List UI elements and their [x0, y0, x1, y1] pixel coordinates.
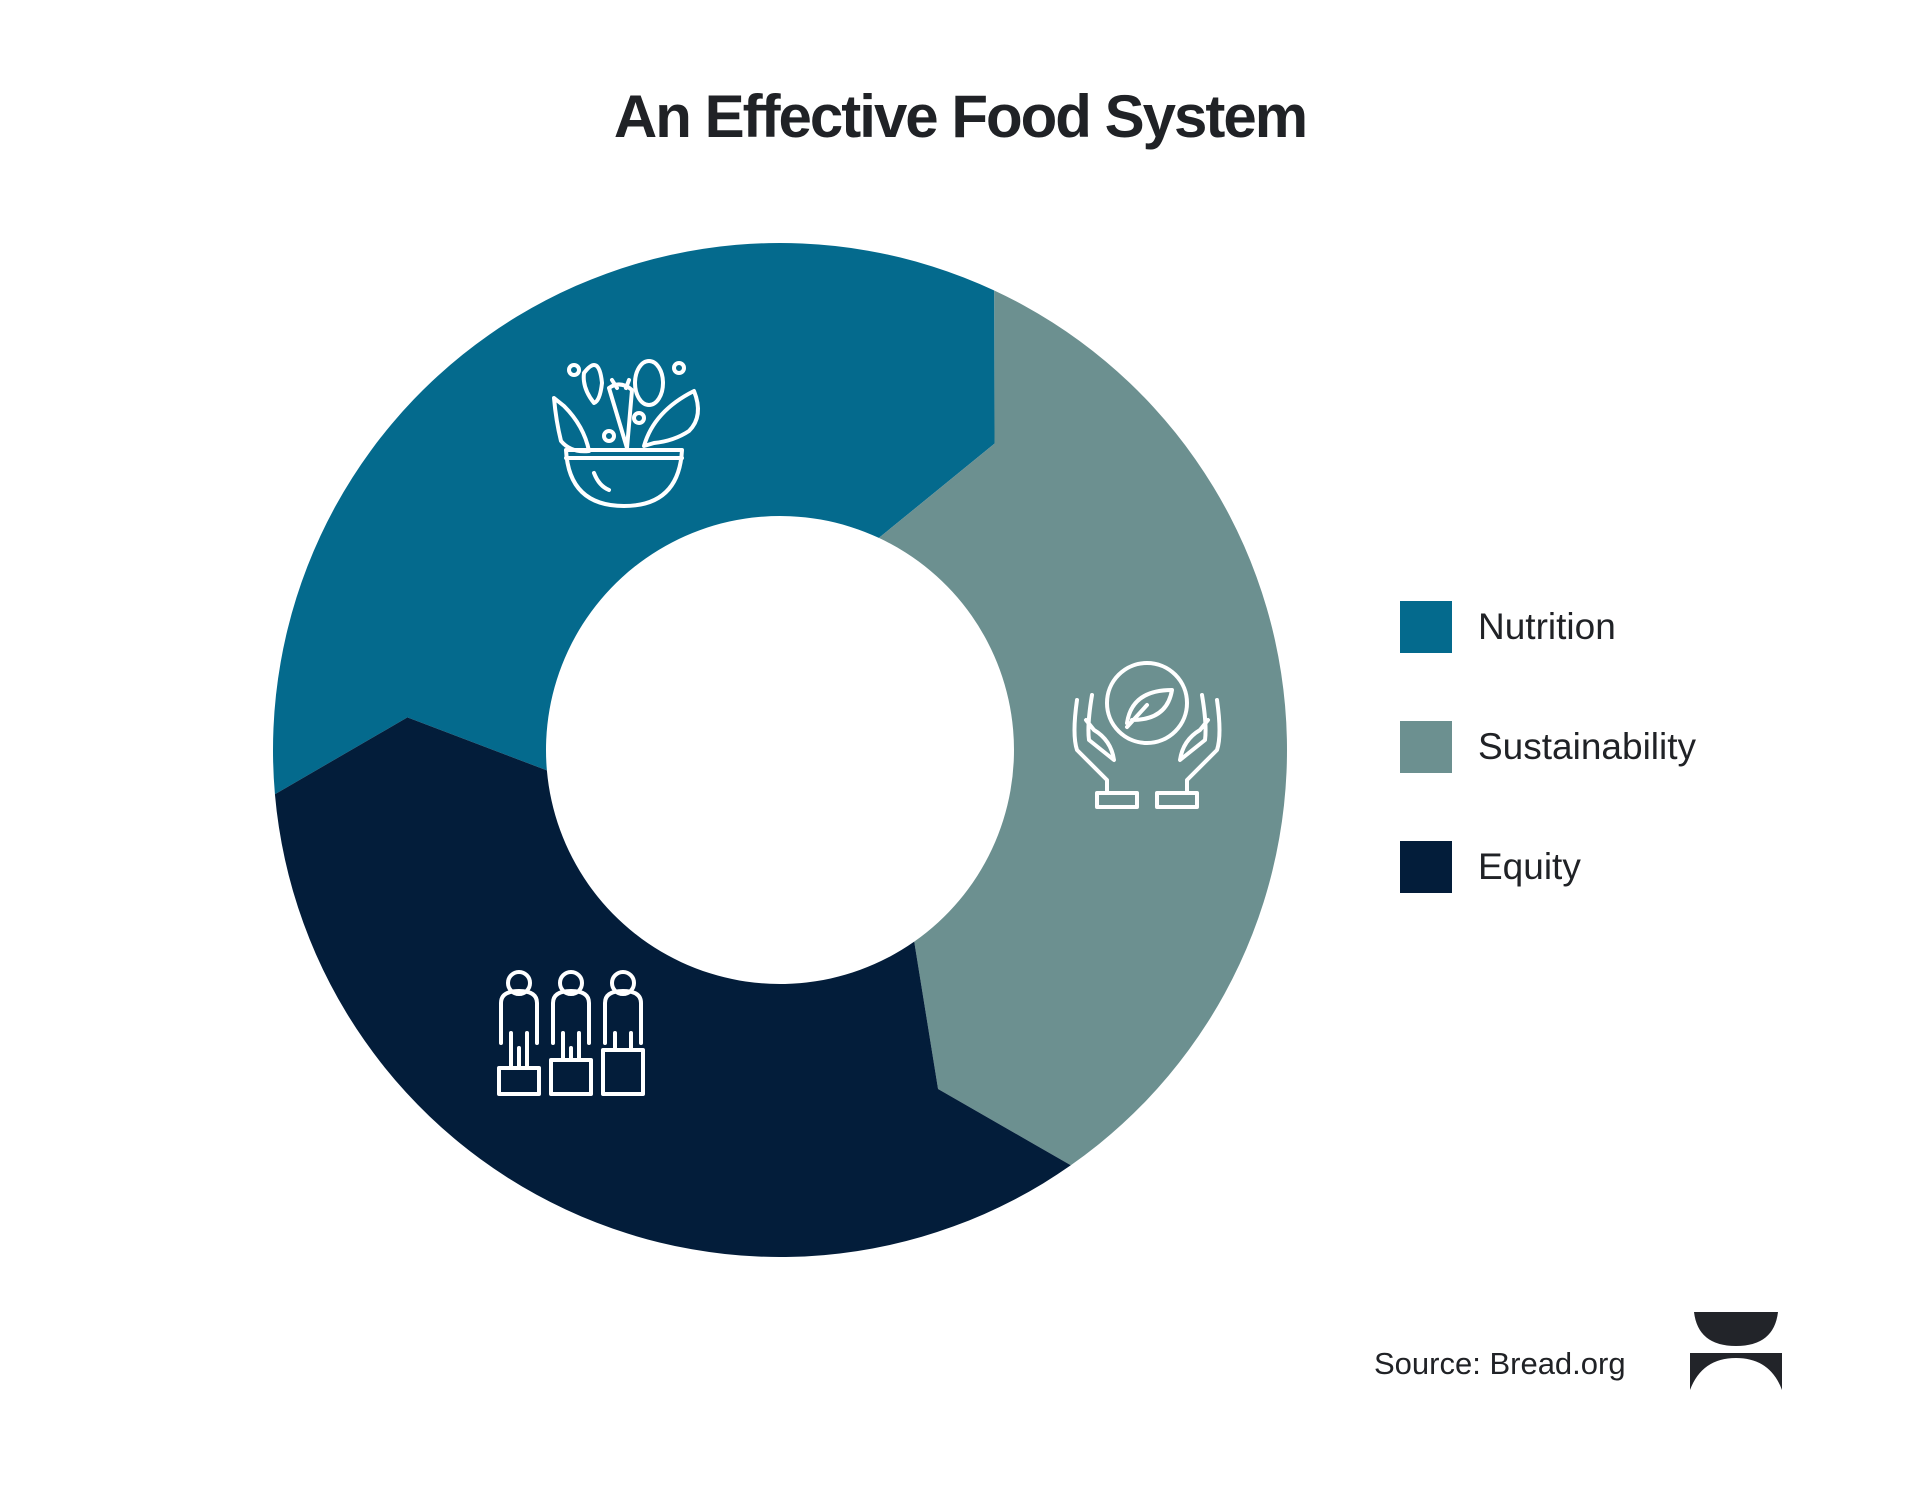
legend-label: Sustainability [1478, 726, 1697, 767]
legend-item-sustainability: Sustainability [1400, 720, 1696, 774]
legend-label: Nutrition [1478, 606, 1616, 647]
people-on-podiums-icon [497, 970, 645, 1096]
hands-holding-leaf-icon [1072, 661, 1222, 809]
bread-logo-icon [1690, 1312, 1782, 1390]
donut-segment-nutrition [273, 242, 995, 795]
legend-item-equity: Equity [1400, 840, 1581, 894]
legend-item-nutrition: Nutrition [1400, 600, 1616, 654]
donut-segment-sustainability [878, 290, 1287, 1166]
chart-title: An Effective Food System [613, 83, 1308, 150]
donut-segment-equity [274, 717, 1071, 1257]
legend-swatch [1400, 841, 1452, 893]
salad-bowl-icon [552, 359, 700, 508]
legend-swatch [1400, 601, 1452, 653]
legend-swatch [1400, 721, 1452, 773]
source-text: Source: Bread.org [1374, 1346, 1626, 1381]
legend-label: Equity [1478, 846, 1581, 887]
